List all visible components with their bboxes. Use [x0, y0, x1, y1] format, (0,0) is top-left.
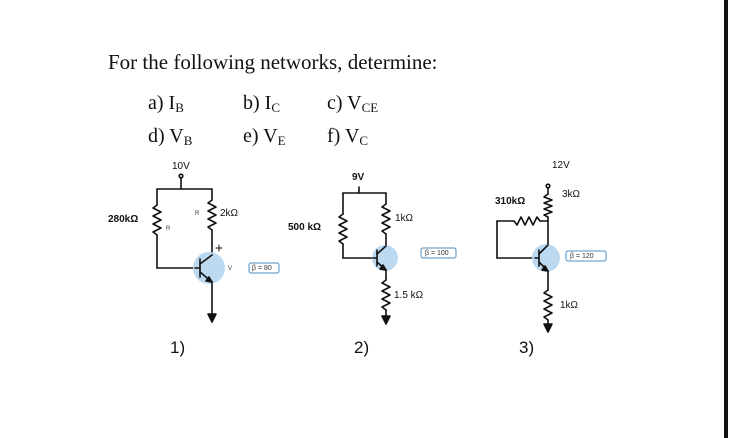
ground-3	[543, 323, 553, 333]
rb-value-1: 280kΩ	[108, 214, 139, 225]
resistor-rb-3	[513, 216, 541, 226]
part-d: d) VB	[148, 125, 193, 148]
transistor-1	[193, 252, 225, 284]
ground-1	[207, 313, 217, 323]
rc-value-1: 2kΩ	[220, 208, 239, 219]
transistor-2	[372, 245, 398, 271]
circuit-3	[496, 183, 607, 333]
re-value-2: 1.5 kΩ	[394, 290, 424, 301]
resistor-rc-2	[381, 203, 391, 235]
circuit-1	[152, 173, 280, 323]
circuit-2	[338, 186, 457, 325]
circuit-number-2: 2)	[354, 338, 370, 357]
circuit-number-3: 3)	[519, 338, 535, 357]
vcc-label-2: 9V	[352, 172, 365, 183]
right-edge-bar	[724, 0, 728, 438]
beta-text-1: β = 80	[252, 265, 272, 272]
beta-box-3	[565, 250, 607, 262]
rb-value-3: 310kΩ	[495, 196, 526, 207]
resistor-re-2	[381, 279, 391, 311]
rb-value-2: 500 kΩ	[288, 222, 322, 233]
part-a: a) IB	[148, 92, 184, 115]
vcc-label-1: 10V	[172, 161, 190, 172]
ground-2	[381, 315, 391, 325]
resistor-rc-3	[543, 193, 553, 218]
rb-symbol-1: R	[166, 226, 171, 232]
rc-symbol-1: R	[195, 211, 200, 217]
problem-title: For the following networks, determine:	[108, 50, 438, 74]
beta-box-2	[420, 247, 457, 259]
part-b: b) IC	[243, 92, 280, 115]
beta-text-3: β = 120	[570, 253, 594, 260]
part-f: f) VC	[327, 125, 369, 148]
beta-text-2: β = 100	[425, 250, 449, 257]
rc-value-3: 3kΩ	[562, 189, 581, 200]
vce-symbol-1: V	[228, 266, 233, 272]
resistor-rc-1	[207, 199, 217, 231]
beta-box-1	[248, 262, 280, 274]
resistor-rb-2	[338, 213, 348, 245]
resistor-re-3	[543, 289, 553, 321]
circuit-number-1: 1)	[170, 338, 186, 357]
part-e: e) VE	[243, 125, 286, 148]
re-value-3: 1kΩ	[560, 300, 579, 311]
part-c: c) VCE	[327, 92, 379, 115]
rc-value-2: 1kΩ	[395, 213, 414, 224]
vcc-label-3: 12V	[552, 160, 570, 171]
resistor-rb-1	[152, 204, 162, 236]
